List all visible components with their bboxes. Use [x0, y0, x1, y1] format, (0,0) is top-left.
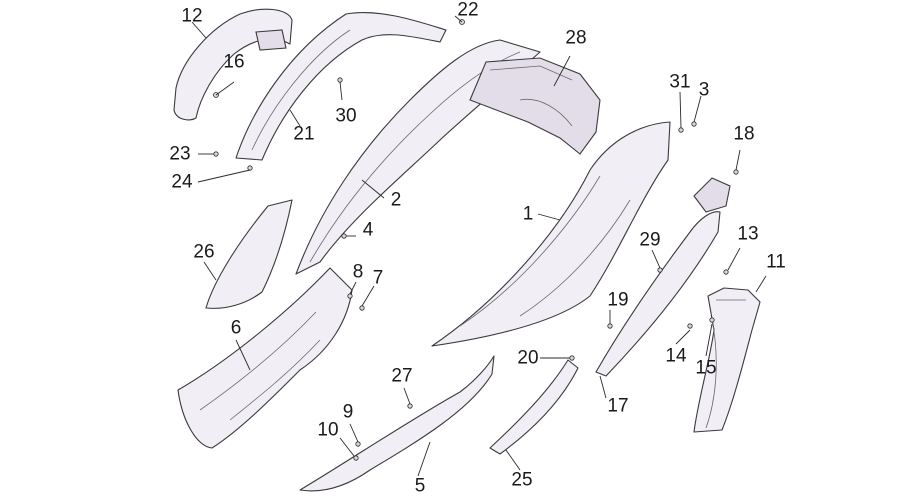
part-17-rear-strip [595, 211, 721, 377]
screw-8 [347, 293, 353, 299]
callout-16: 16 [223, 51, 245, 73]
callout-7: 7 [372, 267, 384, 289]
callout-12: 12 [181, 5, 203, 27]
part-25-small-strip [489, 359, 579, 455]
callout-14: 14 [665, 345, 687, 367]
part-21-detail [251, 29, 351, 151]
part-12-bracket [255, 29, 287, 51]
callout-23: 23 [169, 143, 191, 165]
screw-30 [337, 77, 343, 83]
screw-14 [687, 323, 693, 329]
callout-17: 17 [607, 395, 629, 417]
part-5-lower-skirt [299, 355, 495, 492]
part-6-lower-cover [177, 267, 353, 449]
part-18-bracket [693, 177, 731, 213]
screw-19 [607, 323, 613, 329]
callout-2: 2 [390, 189, 402, 211]
screw-20 [569, 355, 575, 361]
callout-22: 22 [457, 0, 479, 21]
callout-29: 29 [639, 229, 661, 251]
callout-27: 27 [391, 365, 413, 387]
screw-31 [678, 127, 684, 133]
callout-28: 28 [565, 27, 587, 49]
callout-18: 18 [733, 123, 755, 145]
part-26-inner-panel [205, 199, 293, 309]
callout-25: 25 [511, 469, 533, 491]
callout-11: 11 [766, 251, 786, 273]
callout-21: 21 [293, 123, 315, 145]
screw-3 [691, 121, 697, 127]
screw-27 [407, 403, 413, 409]
callout-20: 20 [517, 347, 539, 369]
callout-19: 19 [607, 289, 629, 311]
callout-31: 31 [669, 71, 691, 93]
callout-3: 3 [698, 79, 710, 101]
screw-10 [353, 455, 359, 461]
callout-24: 24 [171, 171, 193, 193]
callout-30: 30 [335, 105, 357, 127]
part-1-detail [459, 175, 631, 327]
screw-13 [723, 269, 729, 275]
screw-24 [247, 165, 253, 171]
part-28-detail [489, 65, 573, 127]
part-1-body-cover [431, 121, 671, 347]
callout-10: 10 [317, 419, 339, 441]
callout-26: 26 [193, 241, 215, 263]
screw-18 [733, 169, 739, 175]
callout-6: 6 [230, 317, 242, 339]
callout-15: 15 [695, 357, 717, 379]
callout-4: 4 [362, 219, 374, 241]
part-28-rear-bracket [469, 57, 601, 155]
callout-13: 13 [737, 223, 759, 245]
screw-23 [213, 151, 219, 157]
leader-lines [191, 15, 767, 477]
screw-9 [355, 441, 361, 447]
screw-29 [657, 267, 663, 273]
part-11-detail [705, 299, 746, 429]
callout-9: 9 [342, 401, 354, 423]
screw-4 [341, 233, 347, 239]
callout-1: 1 [522, 203, 534, 225]
part-21-side-strip [235, 12, 447, 161]
part-11-end-piece [693, 287, 761, 433]
callout-8: 8 [352, 261, 364, 283]
screw-7 [359, 305, 365, 311]
callout-5: 5 [414, 475, 426, 497]
part-6-detail [199, 311, 321, 421]
screw-15 [709, 317, 715, 323]
